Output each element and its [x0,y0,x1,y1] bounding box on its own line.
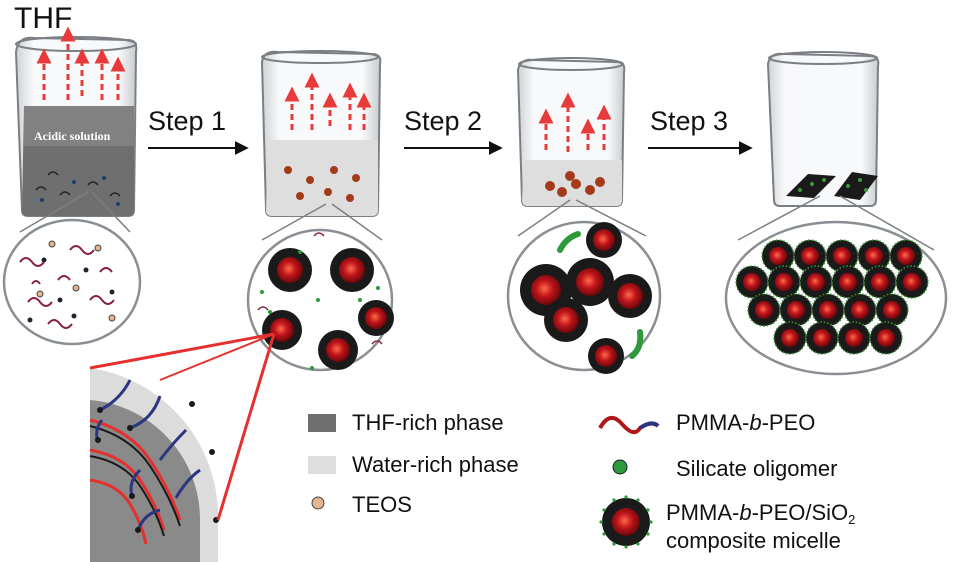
acidic-solution-label: Acidic solution [34,129,111,143]
packed-micelle [805,321,839,355]
packed-micelle [843,293,877,327]
legend-thf-rich-label: THF-rich phase [352,410,504,435]
legend-symbols [308,414,660,549]
step1-label: Step 1 [148,106,227,136]
packed-micelle [773,321,807,355]
legend-composite-micelle-symbol [599,495,653,549]
magnifier-4 [724,195,948,376]
packed-micelle [779,293,813,327]
packed-micelle [863,265,897,299]
legend-composite-line2: composite micelle [666,528,841,553]
legend-teos-label: TEOS [352,492,412,517]
legend-water-rich-label: Water-rich phase [352,452,519,477]
step3-label: Step 3 [650,106,729,136]
magnifier-2 [246,203,394,372]
step2-label: Step 2 [404,106,483,136]
packed-micelle [761,239,795,273]
packed-micelle [735,265,769,299]
packed-micelle-array [735,239,929,355]
packed-micelle [747,293,781,327]
thf-evaporation-arrows-2 [284,72,372,130]
beaker-1 [14,36,138,217]
packed-micelle [831,265,865,299]
thf-label: THF [14,2,73,35]
packed-micelle [857,239,891,273]
packed-micelle [767,265,801,299]
magnifier-1 [2,191,142,346]
legend-teos-symbol [311,496,325,510]
legend-pmma-peo-label: PMMA-b-PEO [676,410,816,435]
legend-water-rich-swatch [308,456,336,474]
legend-thf-rich-swatch [308,414,336,432]
legend-silicate-label: Silicate oligomer [676,456,838,481]
thf-evaporation-arrows-3 [538,92,612,152]
legend-composite-label: PMMA-b-PEO/SiO2 [666,500,856,527]
thf-evaporation-arrows-1 [36,26,126,100]
magnifier-3 [506,199,662,374]
packed-micelle [869,321,903,355]
beaker-3 [516,57,626,207]
micelle-zoom-detail [89,332,276,562]
packed-micelle [825,239,859,273]
packed-micelle [895,265,929,299]
packed-micelle [889,239,923,273]
packed-micelle [837,321,871,355]
packed-micelle [875,293,909,327]
micelles-aggregating [520,222,652,374]
packed-micelle [811,293,845,327]
beaker-4 [766,51,880,207]
packed-micelle [799,265,833,299]
legend-silicate-symbol [612,459,628,475]
beaker-2 [260,50,382,217]
